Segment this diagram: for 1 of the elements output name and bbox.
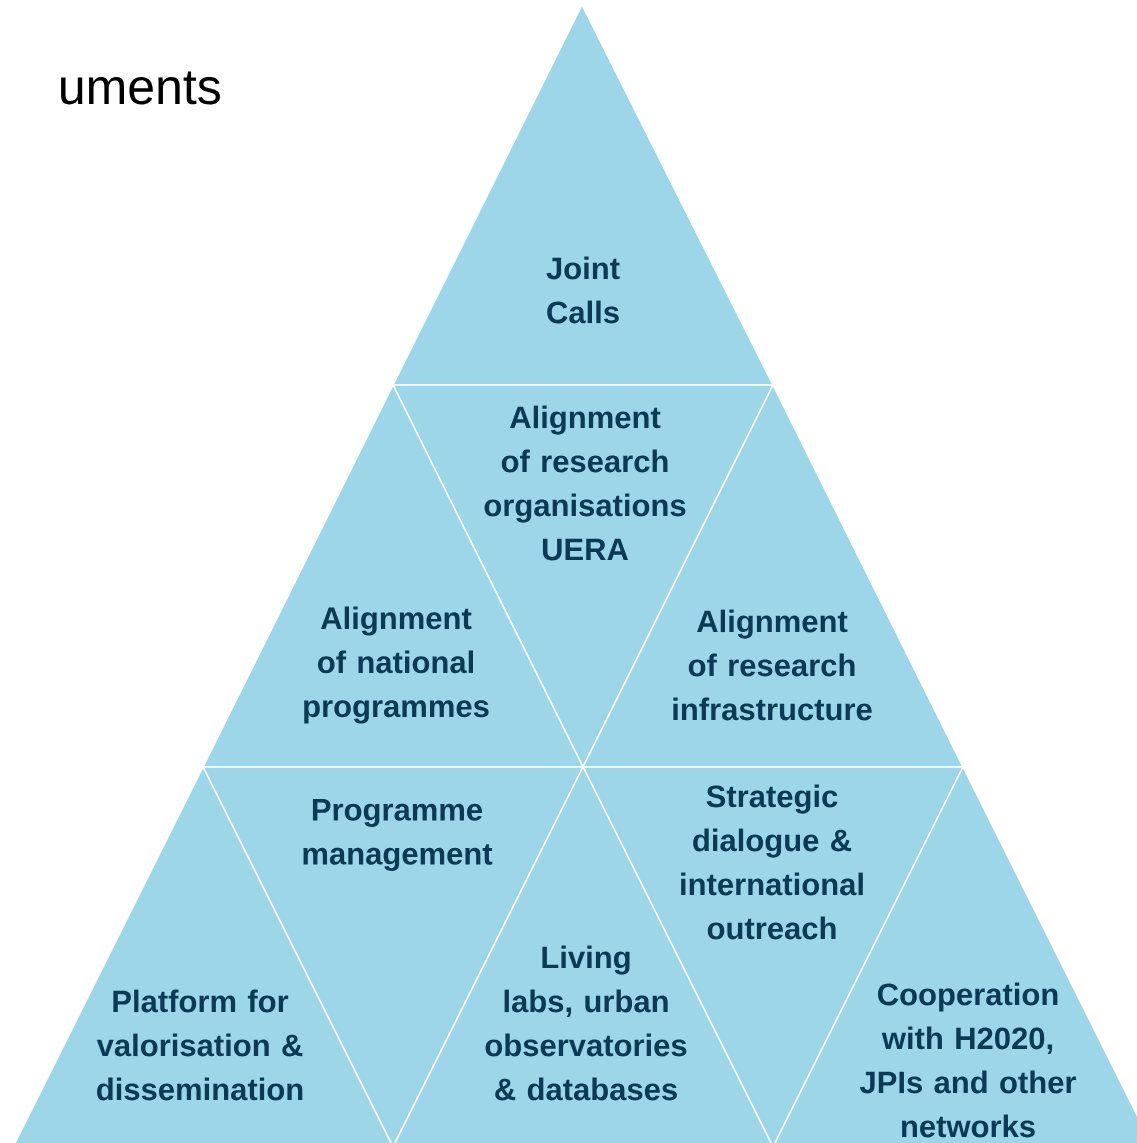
title: uments <box>61 71 220 105</box>
